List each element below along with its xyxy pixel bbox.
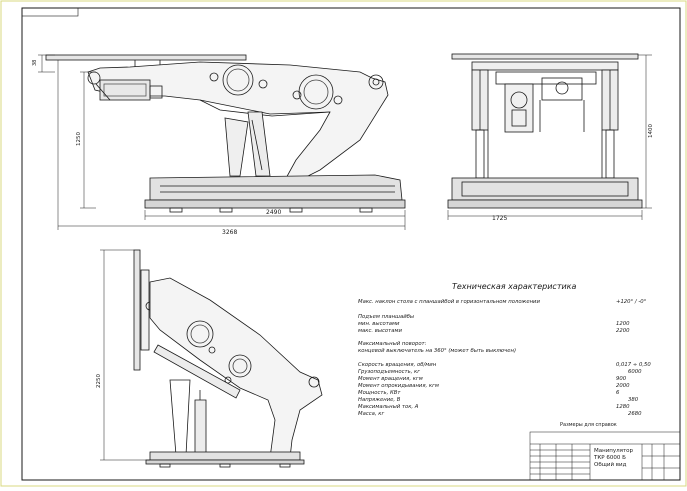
- dim-front-width: 1725: [492, 215, 507, 222]
- title-name-line2: ТКР 6000 Б: [593, 455, 626, 461]
- spec-value: 6000: [628, 369, 642, 375]
- side-view-dimensions: [38, 54, 406, 230]
- dim-front-height: 1400: [648, 124, 654, 138]
- corner-stamp: [21, 7, 79, 17]
- sheet-frame: [21, 7, 681, 481]
- spec-value: 0,017 ÷ 0,50: [616, 362, 651, 368]
- spec-value: 6: [616, 390, 620, 396]
- spec-value: 1200: [616, 321, 630, 327]
- spec-label: Подъем планшайбы: [358, 314, 414, 320]
- spec-value: 1280: [616, 404, 630, 410]
- dim-side-inner-width: 2490: [266, 209, 281, 216]
- spec-label: Момент вращения, кгм: [358, 376, 423, 382]
- front-view-dimensions: [447, 54, 652, 220]
- side-view: [45, 54, 406, 213]
- dim-side-top: 38: [32, 60, 38, 66]
- spec-value: 380: [628, 397, 639, 403]
- tilted-view-dimensions: [100, 249, 150, 461]
- turntable-plate: [45, 54, 247, 61]
- front-view: [447, 53, 643, 209]
- title-block: [529, 431, 681, 481]
- spec-label: Макс. наклон стола с планшайбой в горизо…: [358, 299, 540, 305]
- spec-label: Мощность, КВт: [358, 390, 401, 396]
- dim-tilted-height: 2250: [96, 374, 102, 388]
- spec-label: Максимальный ток, А: [358, 404, 419, 410]
- spec-label: концевой выключатель на 360° (может быть…: [358, 348, 516, 354]
- specs-table: Макс. наклон стола с планшайбой в горизо…: [358, 299, 651, 417]
- spec-value: 2680: [628, 411, 642, 417]
- spec-label: Грузоподъемность, кг: [358, 369, 420, 375]
- tilted-view: [133, 249, 323, 468]
- dim-side-height: 1250: [76, 132, 82, 146]
- title-name-line3: Общий вид: [594, 461, 627, 468]
- spec-label: мин. высотами: [358, 321, 400, 327]
- specs-footnote: Размеры для справок: [560, 422, 617, 428]
- dim-side-total-width: 3268: [222, 229, 237, 236]
- title-name-line1: Манипулятор: [594, 448, 634, 454]
- spec-value: 900: [616, 376, 627, 382]
- spec-label: Момент опрокидывания, кгм: [358, 383, 439, 389]
- spec-label: Напряжение, В: [358, 397, 401, 403]
- specs-title: Техническая характеристика: [452, 282, 577, 291]
- title-block-name: Манипулятор ТКР 6000 Б Общий вид: [593, 448, 634, 468]
- spec-label: Скорость вращения, об/мин: [358, 362, 437, 368]
- spec-label: Максимальный поворот:: [358, 341, 427, 347]
- spec-value: +120° / -0°: [616, 299, 647, 305]
- spec-value: 2000: [616, 383, 630, 389]
- spec-value: 2200: [616, 328, 630, 334]
- spec-label: макс. высотами: [358, 328, 403, 334]
- spec-label: Масса, кг: [358, 411, 384, 417]
